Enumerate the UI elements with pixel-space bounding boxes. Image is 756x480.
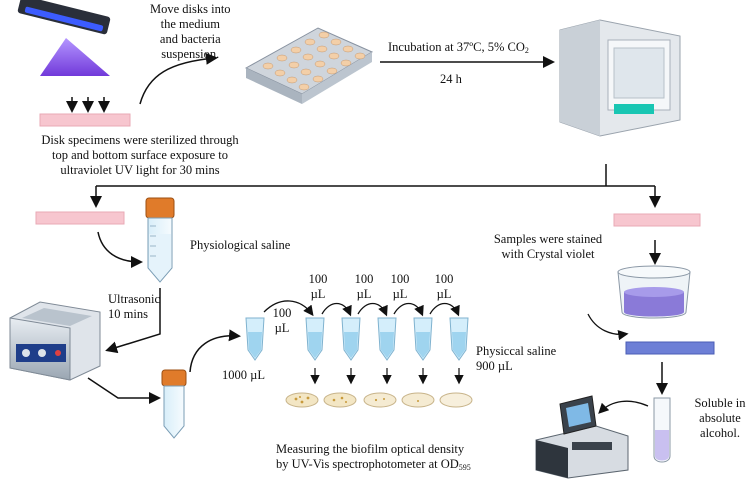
physiological-saline-label: Physiological saline	[190, 238, 291, 252]
arrow-curve-beaker	[587, 313, 629, 341]
uv-arrows	[66, 97, 110, 113]
arrow-disk-to-tube	[97, 231, 143, 268]
arrow-to-plate	[139, 52, 218, 105]
eppendorf-liquid	[248, 332, 466, 358]
falcon-tube-icon	[145, 197, 175, 283]
disk-right	[613, 213, 701, 227]
arrow-to-eppendorf	[189, 329, 241, 373]
arrow-to-bath	[105, 318, 161, 354]
ultrasonic-bath-icon	[9, 301, 101, 381]
arrow-to-spectro	[598, 400, 649, 414]
incubation-time-label: 24 h	[440, 72, 462, 86]
measuring-label: Measuring the biofilm optical density by…	[276, 442, 471, 472]
spectrophotometer-icon	[535, 395, 629, 479]
staining-beaker-icon	[617, 265, 691, 319]
well-plate-icon	[244, 27, 374, 104]
incubator-icon	[559, 19, 681, 137]
test-tube-icon	[653, 397, 671, 463]
incubation-label: Incubation at 37ºC, 5% CO2	[388, 40, 529, 55]
disk-left	[35, 211, 125, 225]
bacteria-colonies	[294, 396, 419, 404]
petri-dish-icon	[285, 392, 473, 408]
dilution-arcs	[263, 300, 460, 317]
disk-specimen	[39, 113, 131, 127]
arrow-bath-to-tube	[87, 377, 161, 404]
initial-volume-label: 1000 µL	[222, 368, 265, 382]
split-arrow	[90, 164, 661, 208]
falcon-tube-2-icon	[161, 369, 187, 439]
stained-disk	[625, 341, 715, 355]
uv-lamp-icon	[17, 0, 111, 76]
plating-arrows	[310, 368, 464, 385]
